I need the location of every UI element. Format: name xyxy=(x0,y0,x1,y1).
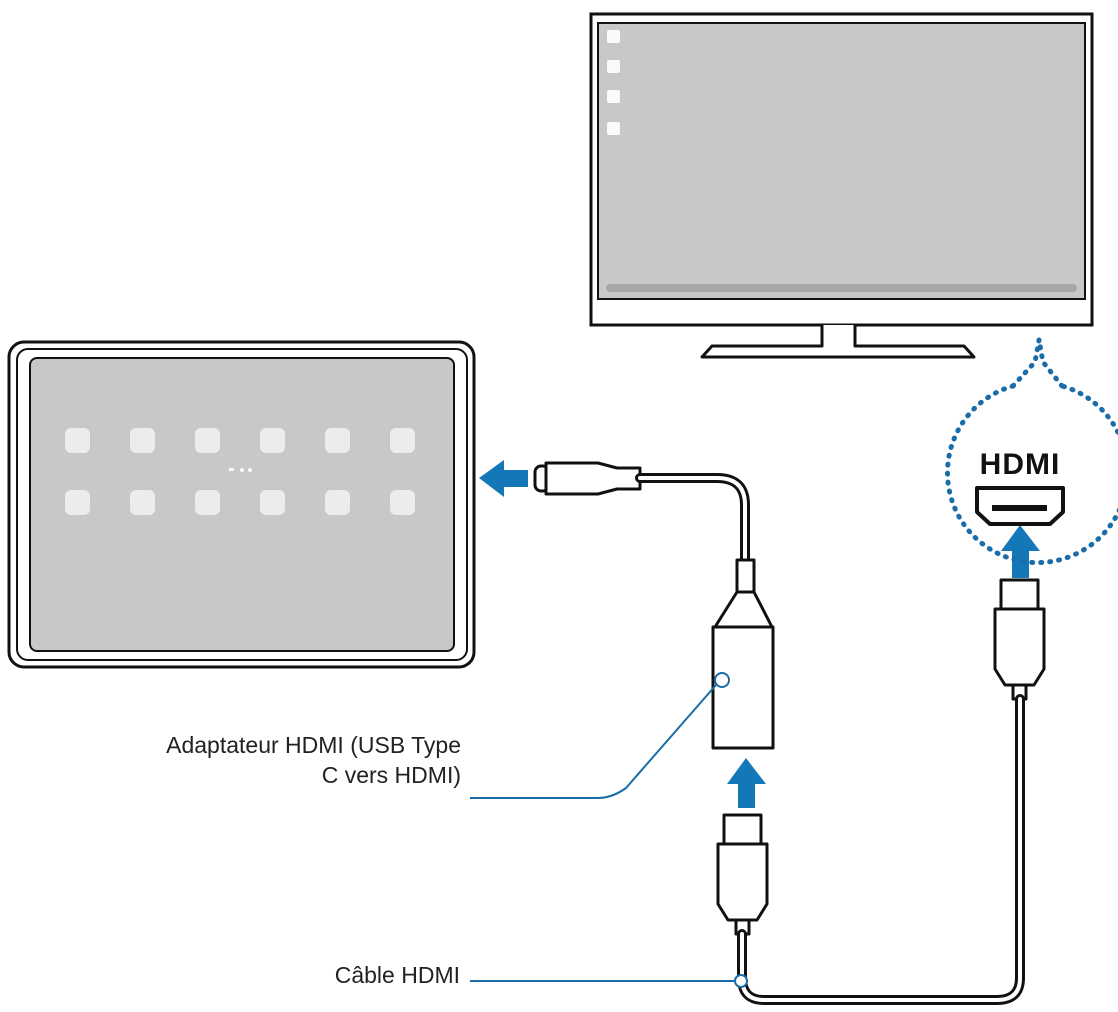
hdmi-plug-tv-side xyxy=(993,578,1046,701)
hdmi-plug-adapter-side xyxy=(716,813,769,936)
tv-taskbar xyxy=(606,284,1077,292)
app-icon xyxy=(195,428,220,453)
adapter-label: Adaptateur HDMI (USB Type C vers HDMI) xyxy=(166,730,461,790)
app-icon xyxy=(130,490,155,515)
arrow-left-icon xyxy=(479,460,528,497)
hdmi-cable xyxy=(737,694,1025,1005)
tv-desktop-icons xyxy=(607,30,620,135)
app-icon xyxy=(195,490,220,515)
port-zoom-callout xyxy=(945,337,1118,566)
arrow-up-icon xyxy=(727,758,766,808)
adapter-label-line2: C vers HDMI) xyxy=(321,762,461,788)
hdmi-logo-text: HDMI xyxy=(980,448,1061,481)
app-icon xyxy=(65,428,90,453)
tv-stand xyxy=(700,325,976,359)
adapter-leader-line xyxy=(470,684,717,799)
tablet xyxy=(7,340,476,669)
adapter-cable xyxy=(635,473,750,565)
app-icon xyxy=(260,428,285,453)
cable-label: Câble HDMI xyxy=(334,962,460,988)
tablet-page-indicator xyxy=(229,468,252,472)
cable-callout-point xyxy=(734,974,748,988)
adapter-callout-point xyxy=(714,672,730,688)
hdmi-port-icon: HDMI xyxy=(975,448,1065,526)
app-icon xyxy=(390,428,415,453)
hdmi-adapter xyxy=(711,558,775,750)
adapter-label-line1: Adaptateur HDMI (USB Type xyxy=(166,732,461,758)
arrow-up-icon xyxy=(1001,525,1040,578)
app-icon xyxy=(325,490,350,515)
app-icon xyxy=(260,490,285,515)
tablet-app-icons xyxy=(65,428,415,515)
usb-c-plug xyxy=(533,461,642,496)
app-icon xyxy=(325,428,350,453)
app-icon xyxy=(65,490,90,515)
tv-monitor xyxy=(589,12,1094,359)
app-icon xyxy=(390,490,415,515)
app-icon xyxy=(130,428,155,453)
